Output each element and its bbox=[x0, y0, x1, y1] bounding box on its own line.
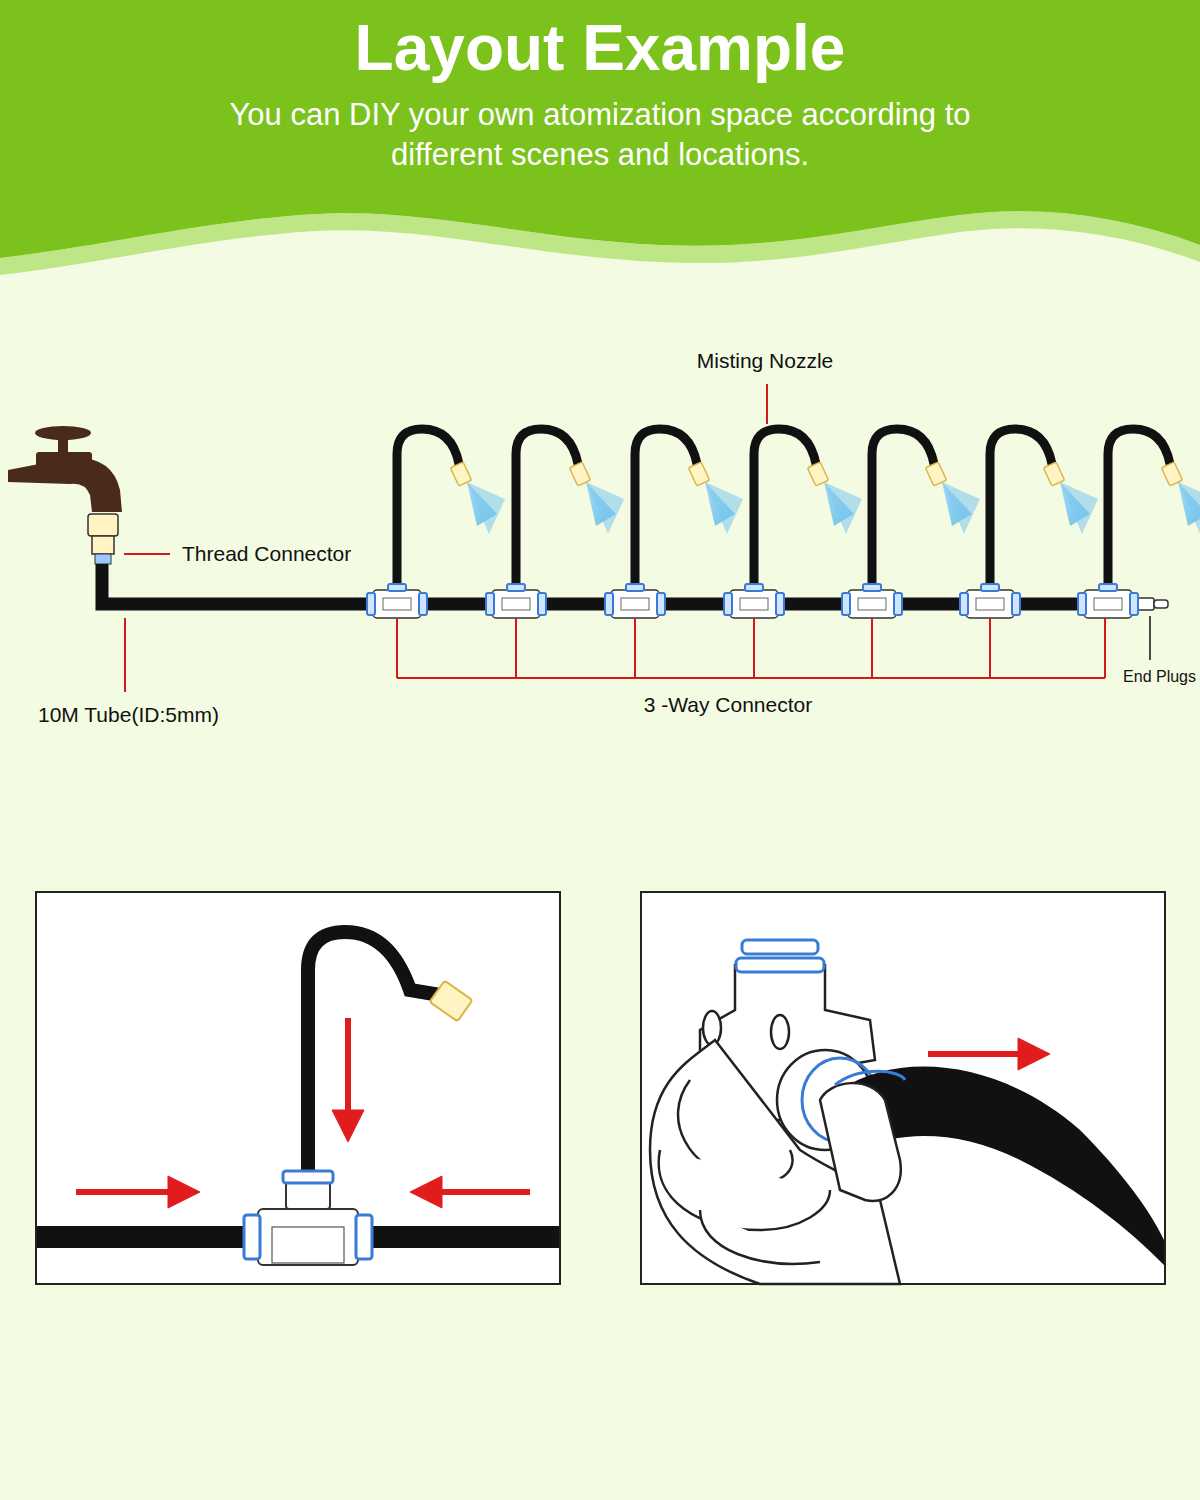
part-label: Misting Nozzle bbox=[697, 348, 834, 373]
part-label: 3 -Way Connector bbox=[644, 692, 812, 717]
part-label: Thread Connector bbox=[182, 541, 351, 566]
part-label: 10M Tube(ID:5mm) bbox=[38, 702, 219, 727]
subtitle: You can DIY your own atomization space a… bbox=[170, 95, 1030, 176]
page-title: Layout Example bbox=[355, 10, 846, 87]
part-label: End Plugs bbox=[1123, 667, 1196, 686]
